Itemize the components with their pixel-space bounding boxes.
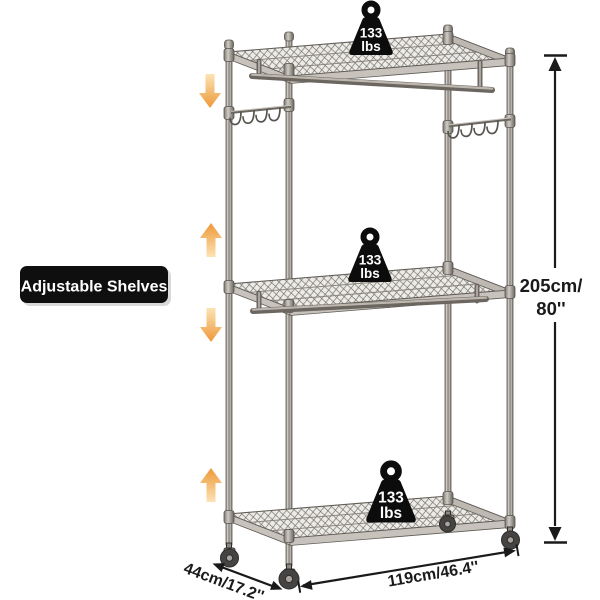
weight-icon-bottom-shelf: 133 lbs [366,460,416,523]
capacity-value: 133 [360,26,383,41]
height-dimension-label-in: 80'' [536,298,565,319]
adjust-down-arrow-icon [200,308,222,342]
side-hooks-left [229,104,292,126]
caster-back-left [220,542,239,568]
adjust-up-arrow-icon [200,223,222,257]
adjust-down-arrow-icon [199,74,221,108]
capacity-value: 133 [378,490,404,507]
caster-wheels [220,510,520,590]
capacity-unit: lbs [360,266,380,281]
side-hooks-right [447,117,512,139]
adjustable-shelves-callout: Adjustable Shelves [20,266,171,306]
capacity-unit: lbs [380,505,402,522]
caster-front-left [278,563,300,590]
capacity-unit: lbs [361,39,381,54]
adjust-arrows [199,74,222,502]
caster-back-right [439,510,456,533]
callout-label: Adjustable Shelves [21,279,168,296]
width-dimension: 119cm/46.4'' [297,544,520,593]
hanging-rod-middle [250,283,489,314]
height-dimension-label-cm: 205cm/ [520,275,583,296]
caster-front-right [501,526,520,550]
adjust-up-arrow-icon [200,468,222,502]
weight-icon-middle-shelf: 133 lbs [348,227,392,282]
hanging-rod-top [249,58,495,93]
pole-collars [223,31,516,543]
weight-icon-top-shelf: 133 lbs [349,0,393,55]
height-dimension: 205cm/ 80'' [520,54,583,544]
capacity-value: 133 [359,253,382,268]
